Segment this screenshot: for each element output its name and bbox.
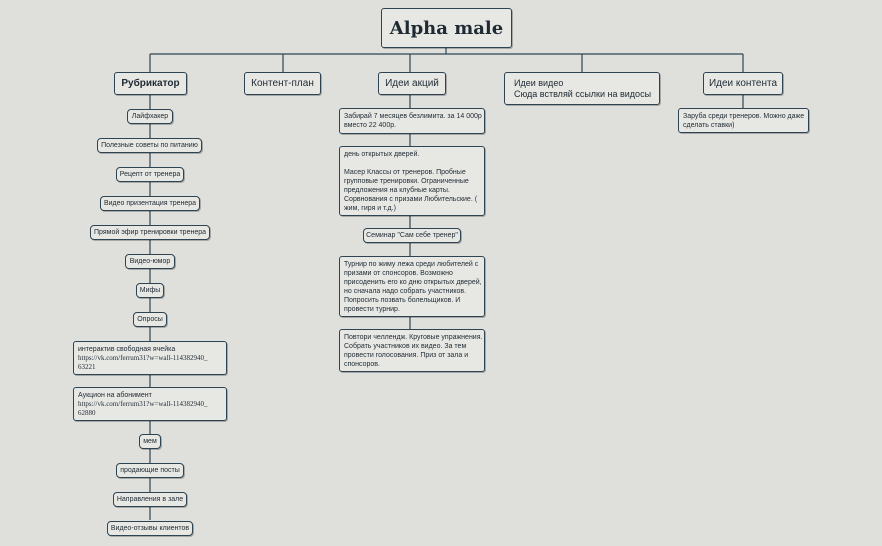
promo-text: Попросить позвать болельщиков. И	[344, 297, 461, 304]
promo-bench-tournament[interactable]: Турнир по жиму лежа среди любителей с пр…	[339, 256, 485, 317]
rubric-item-nutrition-tips[interactable]: Полезные советы по питанию	[97, 138, 202, 153]
branch-rubricator[interactable]: Рубрикатор	[114, 72, 187, 95]
promo-text: Забирай 7 месяцев безлимита. за 14 000р	[344, 113, 482, 120]
rubric-item-interactive[interactable]: интерактив свободная ячейка https://vk.c…	[73, 341, 227, 375]
branch-video-ideas[interactable]: Идеи видео Сюда вствляй ссылки на видосы	[504, 72, 660, 105]
interactive-link[interactable]: https://vk.com/ferrum31?w=wall-114382940…	[78, 354, 208, 362]
promo-text: Сорвнования с призами Любительские. (	[344, 196, 478, 203]
promo-text: Повтори челлендж. Круговые упражнения.	[344, 334, 483, 341]
rubric-item-gym-directions[interactable]: Направления в зале	[113, 492, 187, 507]
rubric-item-auction[interactable]: Аукцион на абонимент https://vk.com/ferr…	[73, 387, 227, 421]
promo-text: Собрать участников их видео. За тем	[344, 343, 467, 350]
promo-text: групповые тренировки. Ограниченные	[344, 178, 469, 185]
root-node[interactable]: Alpha male	[381, 8, 512, 48]
video-ideas-title: Идеи видео	[514, 78, 564, 88]
promo-text: вместо 22 400р.	[344, 122, 397, 129]
promo-text: Турнир по жиму лежа среди любителей с	[344, 261, 479, 268]
interactive-title: интерактив свободная ячейка	[78, 346, 176, 353]
auction-link[interactable]: https://vk.com/ferrum31?w=wall-114382940…	[78, 400, 208, 408]
promo-challenge[interactable]: Повтори челлендж. Круговые упражнения. С…	[339, 329, 485, 372]
rubric-item-video-humor[interactable]: Видео-юмор	[125, 254, 175, 269]
promo-unlimited-offer[interactable]: Забирай 7 месяцев безлимита. за 14 000р …	[339, 108, 485, 134]
rubric-item-live-training[interactable]: Прямой эфир тренировки тренера	[90, 225, 210, 240]
promo-text: Масер Классы от тренеров. Пробные	[344, 169, 466, 176]
content-idea-trainer-battle[interactable]: Заруба среди тренеров. Можно даже сделат…	[678, 108, 809, 133]
branch-content-plan[interactable]: Контент-план	[244, 72, 321, 95]
content-idea-text: Заруба среди тренеров. Можно даже	[683, 113, 805, 120]
content-idea-text: сделать ставки)	[683, 122, 735, 129]
promo-text: день открытых дверей.	[344, 151, 420, 158]
promo-text: призами от спонсоров. Возможно	[344, 270, 453, 277]
promo-text: провести голосования. Приз от зала и	[344, 352, 469, 359]
promo-seminar[interactable]: Семинар "Сам себе тренер"	[363, 228, 461, 243]
auction-link-end[interactable]: 62880	[78, 409, 96, 417]
promo-open-day[interactable]: день открытых дверей. Масер Классы от тр…	[339, 146, 485, 216]
rubric-item-myths[interactable]: Мифы	[136, 283, 164, 298]
branch-promo-ideas[interactable]: Идеи акций	[378, 72, 446, 95]
promo-text: присоденить его ко дню открытых дверей,	[344, 279, 482, 286]
promo-text: провести турнир.	[344, 306, 400, 313]
interactive-link-end[interactable]: 63221	[78, 363, 96, 371]
rubric-item-trainer-video[interactable]: Видео призентация тренера	[100, 196, 200, 211]
rubric-item-lifehack[interactable]: Лайфхакер	[127, 109, 173, 124]
promo-text: предложения на клубные карты.	[344, 187, 450, 194]
promo-text: но сначала надо собрать участников.	[344, 288, 467, 295]
auction-title: Аукцион на абонимент	[78, 392, 152, 399]
rubric-item-trainer-recipe[interactable]: Рецепт от тренера	[116, 167, 184, 182]
rubric-item-selling-posts[interactable]: продающие посты	[116, 463, 184, 478]
branch-content-ideas[interactable]: Идеи контента	[703, 72, 783, 95]
rubric-item-video-reviews[interactable]: Видео-отзывы клиентов	[107, 521, 193, 536]
promo-text: спонсоров.	[344, 361, 380, 368]
video-ideas-note: Сюда вствляй ссылки на видосы	[514, 89, 652, 99]
rubric-item-meme[interactable]: мем	[139, 434, 161, 449]
promo-text: жим, гиря и т.д.)	[344, 205, 396, 212]
rubric-item-polls[interactable]: Опросы	[133, 312, 167, 327]
